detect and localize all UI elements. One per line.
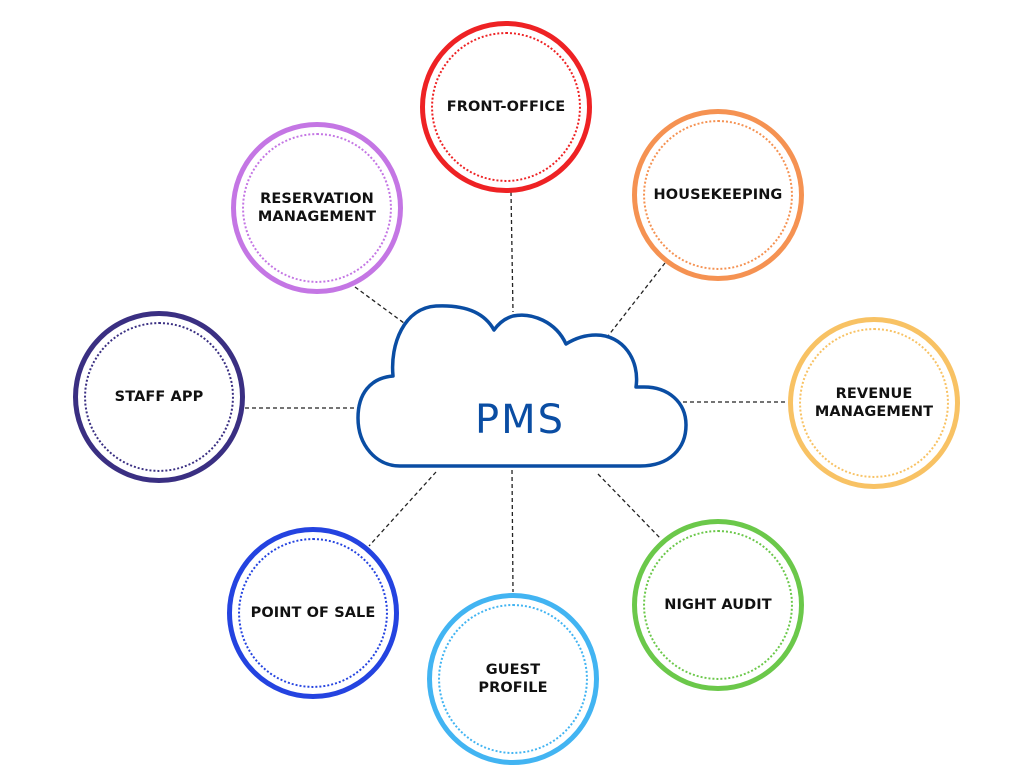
point-of-sale-dotted-ring [238, 538, 388, 688]
housekeeping-dotted-ring [643, 120, 793, 270]
connector-guest-profile [511, 469, 514, 593]
point-of-sale-node[interactable]: POINT OF SALE [227, 527, 399, 699]
front-office-node[interactable]: FRONT-OFFICE [420, 21, 592, 193]
guest-profile-dotted-ring [438, 604, 588, 754]
reservation-management-node[interactable]: RESERVATION MANAGEMENT [231, 122, 403, 294]
connector-housekeeping [607, 262, 666, 337]
night-audit-label: NIGHT AUDIT [664, 597, 772, 613]
night-audit-dotted-ring [643, 530, 793, 680]
staff-app-node[interactable]: STAFF APP [73, 311, 245, 483]
housekeeping-node[interactable]: HOUSEKEEPING [632, 109, 804, 281]
revenue-management-dotted-ring [799, 328, 949, 478]
night-audit-node[interactable]: NIGHT AUDIT [632, 519, 804, 691]
staff-app-label: STAFF APP [114, 389, 204, 405]
point-of-sale-label: POINT OF SALE [250, 605, 376, 621]
connector-front-office [510, 191, 514, 313]
pms-label: PMS [474, 397, 566, 443]
reservation-management-label: RESERVATION MANAGEMENT [257, 191, 377, 225]
connector-night-audit [597, 473, 661, 539]
front-office-label: FRONT-OFFICE [446, 99, 566, 115]
guest-profile-label: GUEST PROFILE [478, 662, 548, 696]
reservation-management-dotted-ring [242, 133, 392, 283]
revenue-management-label: REVENUE MANAGEMENT [814, 386, 934, 420]
front-office-dotted-ring [431, 32, 581, 182]
guest-profile-node[interactable]: GUEST PROFILE [427, 593, 599, 765]
staff-app-dotted-ring [84, 322, 234, 472]
connector-reservation-management [354, 286, 409, 327]
housekeeping-label: HOUSEKEEPING [653, 187, 783, 203]
connector-point-of-sale [368, 471, 437, 547]
pms-cloud-shape [356, 304, 688, 468]
revenue-management-node[interactable]: REVENUE MANAGEMENT [788, 317, 960, 489]
